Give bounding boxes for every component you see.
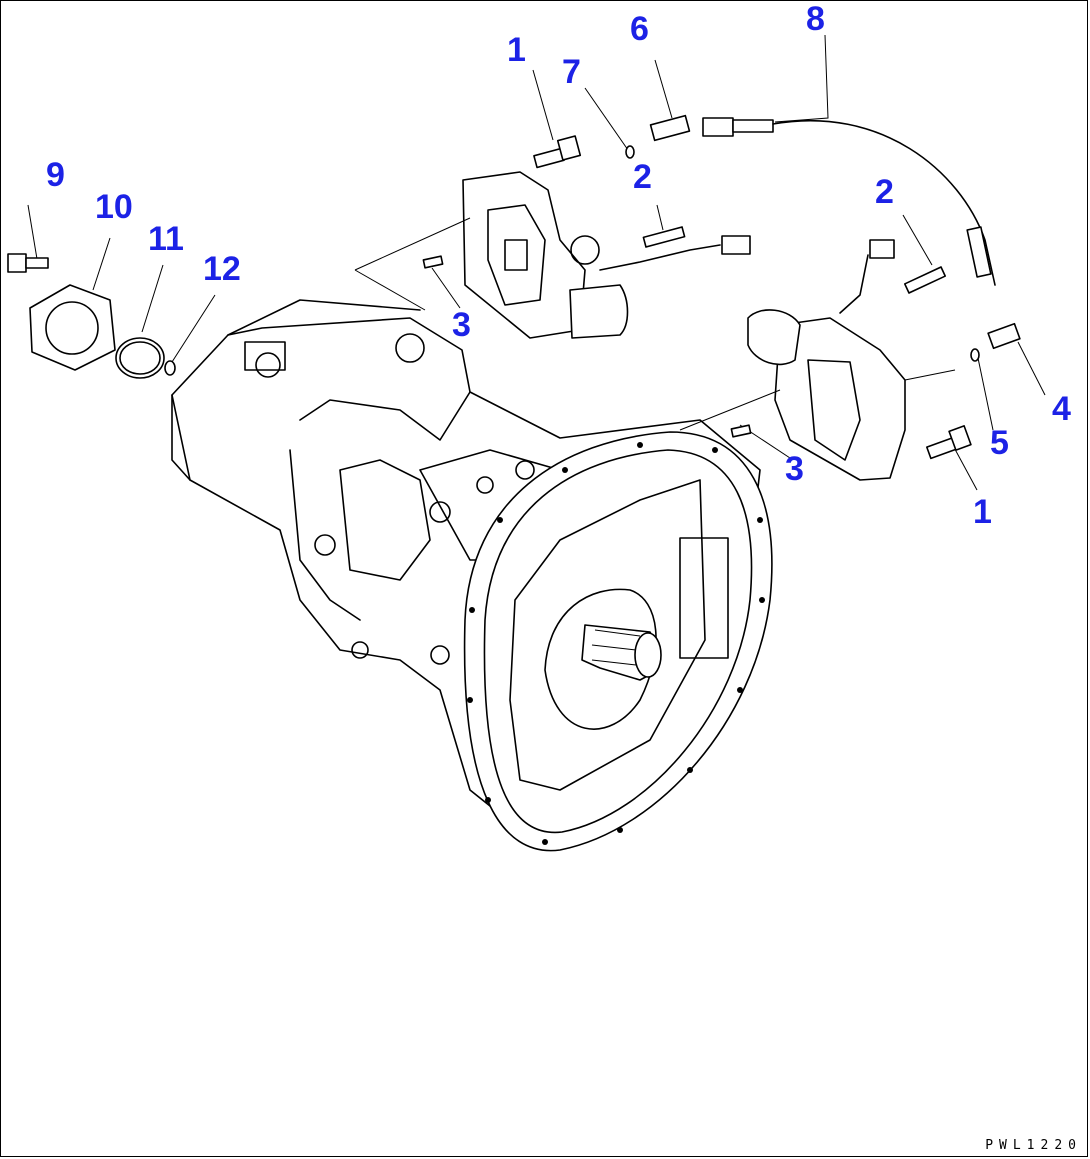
hose-8 — [702, 117, 996, 286]
bolt-lower-1 — [925, 425, 972, 460]
splined-shaft — [581, 624, 662, 681]
callout-1-lower-bolt: 1 — [973, 493, 992, 531]
connector-6 — [649, 114, 691, 142]
callout-8-hose: 8 — [806, 0, 825, 38]
callout-2-lower-bolt: 2 — [875, 173, 894, 211]
callout-4-fitting: 4 — [1052, 390, 1071, 428]
elbow-fitting-4 — [987, 322, 1021, 350]
cover-plate-10 — [29, 284, 116, 371]
bolt-upper-2 — [642, 226, 686, 248]
callout-10-cover: 10 — [95, 188, 133, 226]
drawing-code-label: PWL1220 — [985, 1138, 1082, 1153]
callout-6-connector: 6 — [630, 10, 649, 48]
bolt-lower-2 — [903, 266, 947, 294]
callout-3-lower-dowel: 3 — [785, 450, 804, 488]
callout-7-orifice: 7 — [562, 53, 581, 91]
orifice-7 — [625, 145, 635, 159]
orifice-5 — [970, 348, 980, 362]
callout-5-orifice: 5 — [990, 424, 1009, 462]
bolt-9 — [7, 253, 49, 273]
callout-1-upper-bolt: 1 — [507, 31, 526, 69]
lower-regulator-valve — [679, 239, 956, 481]
callout-3-upper-dowel: 3 — [452, 306, 471, 344]
o-ring-11 — [115, 337, 165, 379]
bolt-upper-1 — [533, 135, 582, 169]
leader-lines — [27, 34, 1046, 491]
callout-9-bolt: 9 — [46, 156, 65, 194]
plug-12 — [164, 360, 176, 376]
callout-11-o-ring: 11 — [148, 220, 184, 258]
callout-2-upper-bolt: 2 — [633, 158, 652, 196]
upper-regulator-valve — [354, 171, 751, 339]
callout-12-plug: 12 — [203, 250, 241, 288]
dowel-lower-3 — [730, 424, 752, 438]
dowel-upper-3 — [422, 255, 444, 269]
